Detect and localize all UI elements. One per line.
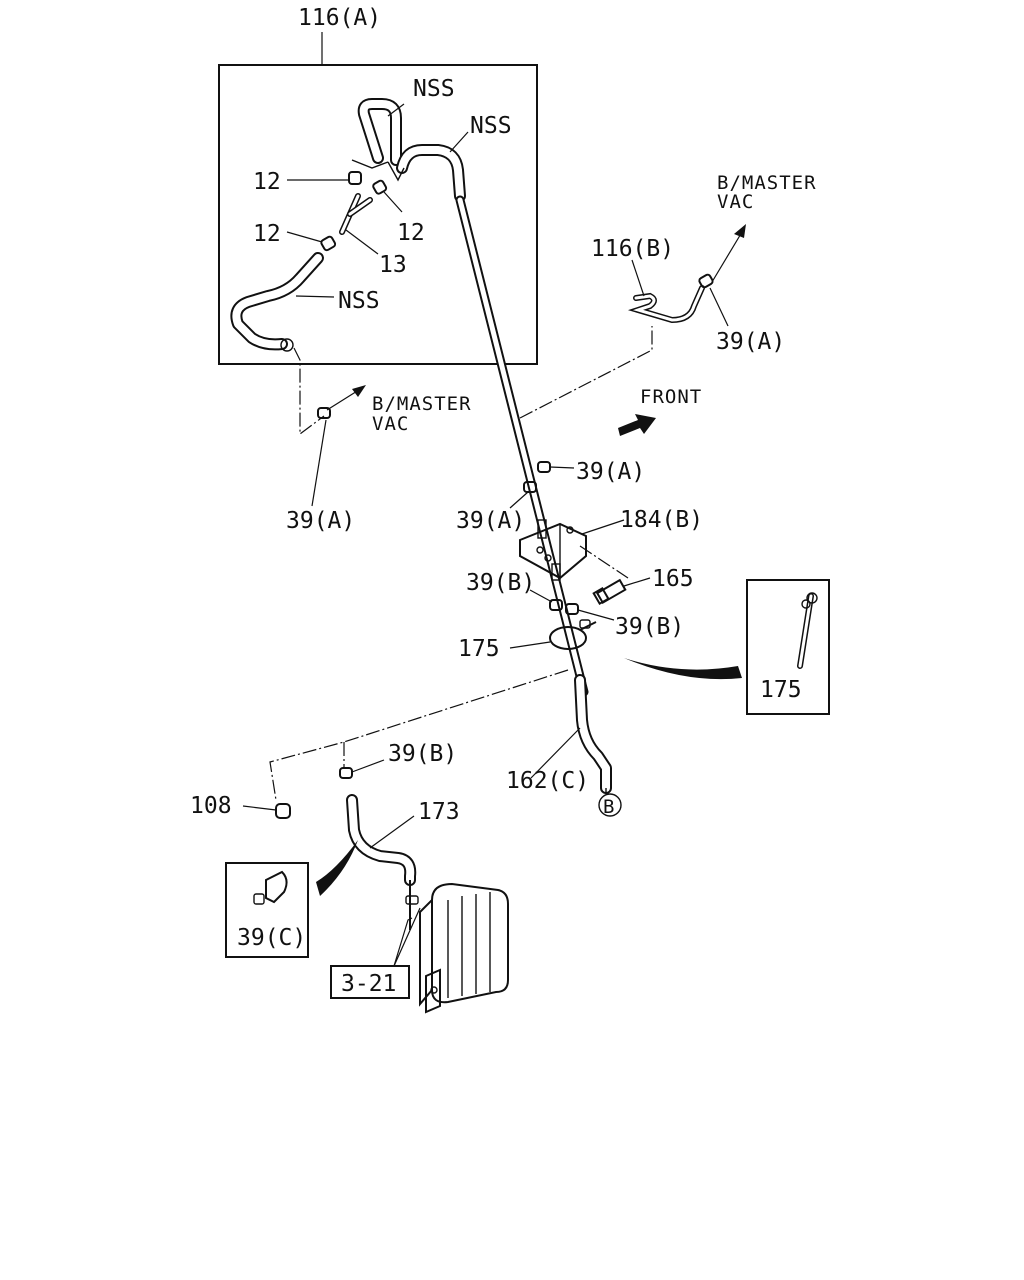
label-13: 13	[379, 252, 407, 278]
leader-184b	[581, 519, 625, 535]
zigzag-top	[351, 159, 389, 169]
fitting-108	[275, 803, 291, 819]
detail-box-175	[746, 579, 830, 715]
leader-39a-left	[311, 419, 327, 507]
label-bmv-right-1: B/MASTER	[717, 172, 817, 194]
label-165: 165	[652, 566, 694, 592]
label-bmv-left-1: B/MASTER	[372, 393, 472, 415]
leader-13	[345, 229, 379, 255]
leader-39b-1	[529, 589, 553, 603]
leader-12-right	[383, 191, 403, 213]
label-173: 173	[418, 799, 460, 825]
leader-nss-mid	[449, 131, 469, 153]
label-ref-321[interactable]: 3-21	[341, 971, 396, 997]
leader-nss-top	[387, 103, 405, 117]
bolt-165	[592, 578, 627, 606]
leader-321-b	[393, 907, 421, 967]
front-arrow-icon	[618, 414, 656, 436]
label-175-main: 175	[458, 636, 500, 662]
label-39a-mid1: 39(A)	[576, 459, 645, 485]
nss-hose-mid	[396, 144, 466, 202]
dash-line-right	[519, 326, 653, 419]
clamp-175	[549, 621, 597, 650]
clip-39b-1	[549, 599, 563, 611]
label-39b-3: 39(B)	[388, 741, 457, 767]
label-bmv-right-2: VAC	[717, 191, 754, 213]
detail-clip-39c	[253, 870, 288, 905]
hose-162c	[574, 674, 612, 794]
label-12-left: 12	[253, 221, 281, 247]
leader-173	[369, 815, 415, 849]
detail-box-39c	[225, 862, 309, 958]
circle-b-label: B	[603, 796, 615, 818]
leader-116b	[631, 259, 645, 297]
detail-clamp-175	[797, 592, 818, 669]
clip-39a-right	[698, 273, 714, 289]
leader-39b-3	[351, 759, 385, 773]
kit-a-label: 116(A)	[298, 5, 381, 31]
leader-39b-2	[577, 609, 615, 621]
label-116b: 116(B)	[591, 236, 674, 262]
dash-line-lower	[269, 669, 569, 801]
kit-a-box	[218, 64, 538, 365]
label-175-detail: 175	[760, 677, 802, 703]
dash-bolt	[579, 545, 629, 579]
pointer-39c-detail	[316, 840, 358, 896]
leader-39a-mid2	[509, 491, 529, 509]
leader-39a-mid1	[549, 466, 575, 469]
nss-hose-top	[357, 98, 402, 166]
clip-39b-3	[339, 767, 353, 779]
arrow-right-head	[734, 224, 746, 238]
label-184b: 184(B)	[620, 507, 703, 533]
leader-108	[242, 805, 277, 811]
bracket-184b	[519, 519, 587, 581]
main-vacuum-pipe	[455, 195, 589, 697]
label-nss-mid: NSS	[470, 113, 512, 139]
clip-39a-mid1	[537, 461, 551, 473]
leader-39a-right	[709, 287, 729, 327]
leader-12-left	[286, 231, 323, 243]
t-joint-13	[339, 193, 373, 235]
label-nss-top: NSS	[413, 76, 455, 102]
label-bmv-left-2: VAC	[372, 413, 409, 435]
leader-165	[623, 577, 651, 587]
cap-12-top	[348, 171, 362, 185]
clip-39a-mid2	[523, 481, 537, 493]
cap-12-left	[320, 235, 337, 252]
label-front: FRONT	[640, 386, 702, 408]
label-39b-2: 39(B)	[615, 614, 684, 640]
arrow-right-line	[711, 231, 743, 283]
label-12-top: 12	[253, 169, 281, 195]
pipe-116b	[627, 285, 705, 324]
leader-nss-low	[295, 295, 335, 298]
clip-39b-2	[565, 603, 579, 615]
arrow-left-head	[352, 385, 366, 397]
leader-321-a	[393, 917, 413, 967]
label-39a-mid2: 39(A)	[456, 508, 525, 534]
label-39a-right: 39(A)	[716, 329, 785, 355]
label-162c: 162(C)	[506, 768, 589, 794]
canister-unit	[405, 880, 509, 1014]
circle-b-ref	[598, 793, 622, 817]
label-12-right: 12	[397, 220, 425, 246]
zigzag-right	[387, 161, 405, 182]
leader-175-main	[509, 641, 551, 649]
label-39b-1: 39(B)	[466, 570, 535, 596]
label-nss-low: NSS	[338, 288, 380, 314]
clip-39a-left	[317, 407, 331, 419]
pointer-175-detail	[624, 658, 742, 680]
label-39a-left: 39(A)	[286, 508, 355, 534]
leader-162c	[530, 727, 581, 779]
hose-173	[346, 794, 417, 886]
label-39c: 39(C)	[237, 925, 306, 951]
nss-hose-low	[230, 252, 324, 352]
dash-line-left	[293, 347, 325, 436]
label-108: 108	[190, 793, 232, 819]
ref-box-321[interactable]	[330, 965, 410, 999]
cap-12-right	[372, 179, 388, 195]
